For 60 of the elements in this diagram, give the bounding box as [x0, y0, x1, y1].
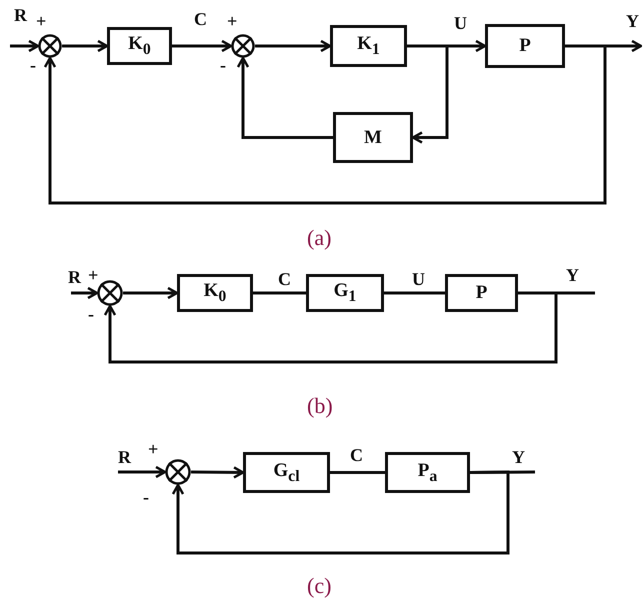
sign-label: - [143, 488, 149, 506]
signal-label: C [194, 10, 207, 28]
signal-label: C [278, 270, 291, 288]
sign-label: + [88, 266, 98, 284]
block [385, 452, 470, 493]
arrow [104, 292, 558, 364]
block-label: P [519, 35, 531, 57]
arrow [407, 44, 448, 144]
block [306, 274, 384, 312]
arrow [123, 286, 178, 300]
arrow [62, 40, 108, 52]
summing-junction [97, 280, 123, 306]
summing-junction [231, 34, 255, 58]
signal-label: R [118, 448, 131, 466]
arrow [172, 470, 510, 554]
block [485, 24, 565, 68]
sign-label: - [220, 56, 226, 74]
block-label: P [476, 282, 488, 304]
sign-label: + [36, 12, 46, 30]
figure-caption: (b) [307, 395, 333, 417]
arrow [118, 466, 166, 478]
signal-label: U [412, 270, 425, 288]
figure-caption: (c) [307, 575, 332, 597]
sign-label: + [227, 12, 238, 30]
figure-caption: (a) [307, 227, 332, 249]
arrow [71, 286, 98, 300]
signal-label: Y [626, 12, 639, 30]
block-label: P$_{a}$ [418, 460, 438, 486]
block-label: K$_{0}$ [128, 33, 151, 59]
block-label: G$_{1}$ [334, 280, 356, 306]
signal-label: R [14, 6, 27, 24]
block [445, 274, 518, 312]
arrow [190, 466, 244, 479]
arrow [255, 40, 332, 52]
block [107, 27, 172, 65]
sign-label: + [148, 440, 158, 458]
arrow [10, 40, 40, 52]
summing-junction [38, 34, 62, 58]
arrow [172, 40, 232, 52]
signal-line [330, 471, 385, 474]
summing-junction [165, 459, 191, 485]
signal-line [384, 292, 445, 294]
signal-label: U [454, 14, 467, 32]
arrow [236, 56, 333, 139]
block-label: M [364, 126, 382, 148]
block-label: K$_{1}$ [357, 33, 380, 59]
signal-line [253, 292, 306, 294]
block [243, 452, 330, 493]
sign-label: - [88, 305, 94, 323]
sign-label: - [30, 56, 36, 74]
block [333, 112, 413, 163]
signal-label: Y [512, 448, 525, 466]
block [177, 274, 253, 312]
signal-label: C [350, 446, 363, 464]
arrow [44, 44, 606, 204]
signal-label: R [68, 268, 81, 286]
signal-label: Y [566, 266, 579, 284]
block-label: K$_{0}$ [204, 280, 226, 306]
block-label: G$_{cl}$ [273, 460, 300, 486]
block [330, 25, 407, 67]
